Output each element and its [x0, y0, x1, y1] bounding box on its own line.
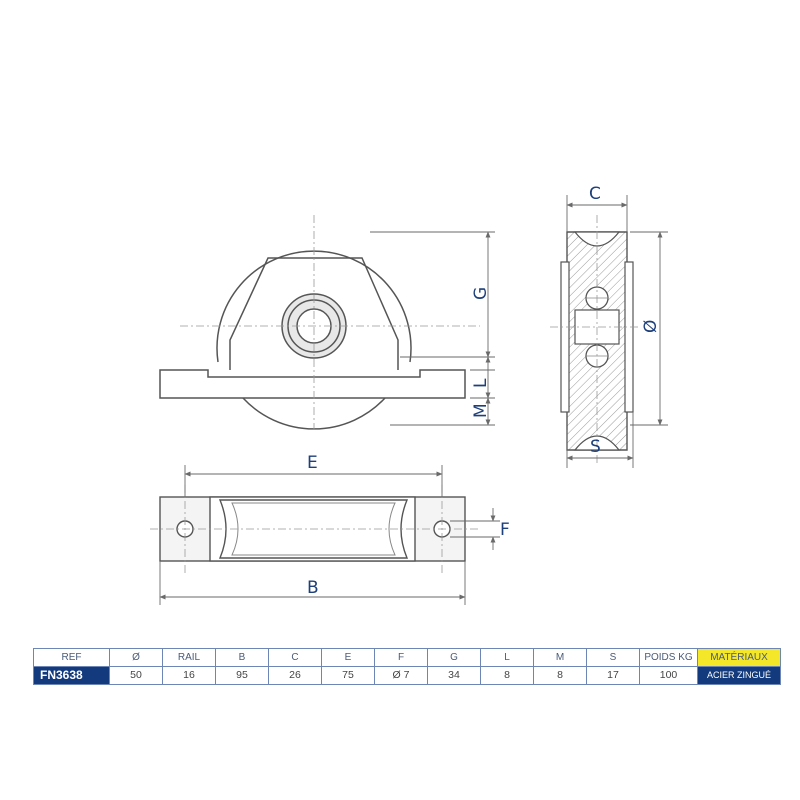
table-cell: 50 — [109, 666, 163, 685]
dim-label-g: G — [471, 287, 491, 300]
dim-label-s: S — [590, 437, 601, 457]
table-header-cell: RAIL — [162, 648, 216, 667]
dim-label-diameter: Ø — [641, 320, 661, 333]
table-cell: 8 — [480, 666, 534, 685]
dim-label-m: M — [471, 403, 491, 418]
table-cell: 16 — [162, 666, 216, 685]
dim-label-b: B — [307, 578, 319, 598]
table-cell: 34 — [427, 666, 481, 685]
table-cell: 8 — [533, 666, 587, 685]
table-header-cell: E — [321, 648, 375, 667]
side-dimensions — [566, 195, 668, 468]
side-centerlines — [550, 215, 640, 465]
dim-label-f: F — [500, 520, 510, 540]
table-header-row: REF Ø RAIL B C E F G L M S POIDS KG MATÉ… — [33, 648, 781, 667]
dim-label-c: C — [589, 184, 601, 204]
table-header-cell: POIDS KG — [639, 648, 698, 667]
table-header-cell: S — [586, 648, 640, 667]
dim-label-l: L — [471, 378, 491, 388]
bracket-plate-right — [624, 261, 634, 413]
table-header-cell: REF — [33, 648, 110, 667]
material-value: ACIER ZINGUÉ — [697, 666, 781, 685]
table-header-cell: B — [215, 648, 269, 667]
table-header-cell: F — [374, 648, 428, 667]
table-row: FN3638 50 16 95 26 75 Ø 7 34 8 8 17 100 … — [33, 666, 781, 685]
top-dimensions — [159, 465, 500, 605]
ref-value: FN3638 — [33, 666, 110, 685]
front-view — [159, 250, 466, 430]
table-header-cell: L — [480, 648, 534, 667]
front-dimensions — [370, 231, 495, 426]
table-header-materials: MATÉRIAUX — [697, 648, 781, 667]
table-header-cell: M — [533, 648, 587, 667]
table-header-cell: Ø — [109, 648, 163, 667]
table-cell: Ø 7 — [374, 666, 428, 685]
table-cell: 17 — [586, 666, 640, 685]
table-cell: 26 — [268, 666, 322, 685]
table-cell: 95 — [215, 666, 269, 685]
table-header-cell: G — [427, 648, 481, 667]
dim-label-e: E — [307, 453, 318, 473]
bracket-outline — [229, 257, 399, 370]
bracket-plate-left — [560, 261, 570, 413]
table-cell: 75 — [321, 666, 375, 685]
front-centerlines — [180, 215, 480, 430]
technical-drawing: G L M C Ø S — [150, 184, 668, 605]
table-cell: 100 — [639, 666, 698, 685]
base-plate — [159, 369, 466, 399]
top-centerlines — [150, 485, 480, 575]
specification-table: REF Ø RAIL B C E F G L M S POIDS KG MATÉ… — [33, 648, 781, 685]
table-header-cell: C — [268, 648, 322, 667]
